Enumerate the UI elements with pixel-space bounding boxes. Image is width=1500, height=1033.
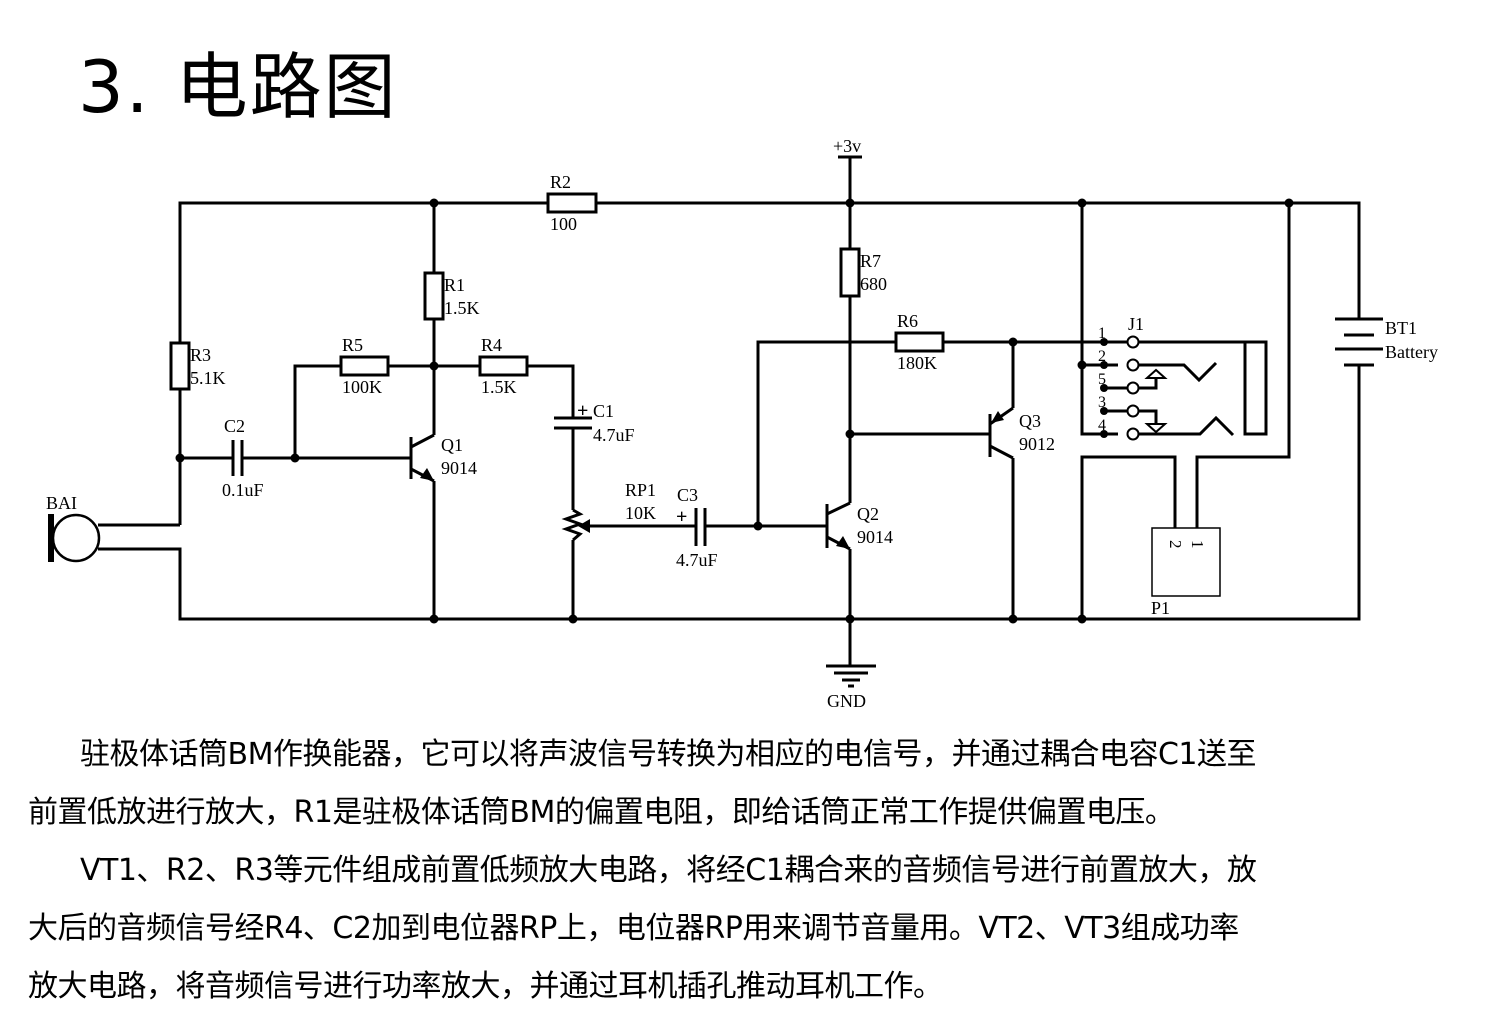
junction-dot xyxy=(429,198,439,208)
transistor-q2: Q2 9014 xyxy=(825,501,893,551)
rp1-value: 10K xyxy=(625,503,656,523)
junction-dot xyxy=(1077,360,1087,370)
wire-r5-left xyxy=(293,364,340,458)
resistor-r3: R3 5.1K xyxy=(169,341,226,391)
description-paragraph: VT1、R2、R3等元件组成前置低频放大电路，将经C1耦合来的音频信号进行前置放… xyxy=(28,842,1478,1016)
junction-dot xyxy=(845,198,855,208)
resistor-r1: R1 1.5K xyxy=(423,271,480,321)
r1-ref: R1 xyxy=(444,275,465,295)
junction-dot xyxy=(290,453,300,463)
r1-value: 1.5K xyxy=(444,298,480,318)
wire-top-rail-right xyxy=(597,201,1361,320)
p1-pin-label: 2 xyxy=(1166,540,1185,549)
junction-dot xyxy=(1077,614,1087,624)
resistor-r7: R7 680 xyxy=(839,247,887,298)
resistor-r6: R6 180K xyxy=(894,311,945,373)
junction-dot xyxy=(753,521,763,531)
wire-p1-pin2 xyxy=(1080,455,1177,619)
transistor-q3: Q3 9012 xyxy=(988,406,1055,460)
r2-ref: R2 xyxy=(550,172,571,192)
q3-ref: Q3 xyxy=(1019,411,1041,431)
circuit-schematic: +3v GND R2 100 R1 1.5K R3 5.1K R5 100K R… xyxy=(46,136,1438,711)
r4-ref: R4 xyxy=(481,335,502,355)
supply-label: +3v xyxy=(833,136,861,156)
resistor-r2: R2 100 xyxy=(546,172,598,234)
battery-bt1: BT1 Battery xyxy=(1335,203,1438,367)
bt1-ref: BT1 xyxy=(1385,318,1417,338)
r3-ref: R3 xyxy=(190,345,211,365)
j1-pin-label: 1 xyxy=(1098,325,1106,342)
section-title-text: 电路图 xyxy=(175,45,398,129)
junctions xyxy=(175,198,1294,624)
j1-pin-label: 2 xyxy=(1098,348,1106,365)
j1-pin-label: 3 xyxy=(1098,394,1106,411)
resistor-r4: R4 1.5K xyxy=(478,335,529,397)
paragraph-line: 放大电路，将音频信号进行功率放大，并通过耳机插孔推动耳机工作。 xyxy=(28,969,943,1004)
q2-value: 9014 xyxy=(857,527,893,547)
c3-polarity: + xyxy=(676,506,687,528)
junction-dot xyxy=(429,614,439,624)
junction-dot xyxy=(1284,198,1294,208)
paragraph-line: VT1、R2、R3等元件组成前置低频放大电路，将经C1耦合来的音频信号进行前置放… xyxy=(80,853,1257,888)
r7-value: 680 xyxy=(860,274,887,294)
rp1-ref: RP1 xyxy=(625,480,656,500)
microphone-ba1: BAI xyxy=(46,493,101,563)
paragraph-line: 大后的音频信号经R4、C2加到电位器RP上，电位器RP用来调节音量用。VT2、V… xyxy=(28,911,1239,946)
r2-value: 100 xyxy=(550,214,577,234)
r5-value: 100K xyxy=(342,377,382,397)
c2-value: 0.1uF xyxy=(222,480,264,500)
ground-symbol xyxy=(826,664,876,688)
headphone-jack-j1: J1 1 2 5 3 4 xyxy=(1098,314,1268,441)
junction-dot xyxy=(568,614,578,624)
junction-dot xyxy=(1008,614,1018,624)
junction-dot xyxy=(845,429,855,439)
q1-ref: Q1 xyxy=(441,435,463,455)
c2-ref: C2 xyxy=(224,416,245,436)
transistor-q1: Q1 9014 xyxy=(409,433,477,483)
q2-ref: Q2 xyxy=(857,504,879,524)
r4-value: 1.5K xyxy=(481,377,517,397)
r6-value: 180K xyxy=(897,353,937,373)
junction-dot xyxy=(175,453,185,463)
section-number: 3. xyxy=(78,45,151,129)
q1-value: 9014 xyxy=(441,458,477,478)
description-paragraph: 驻极体话筒BM作换能器，它可以将声波信号转换为相应的电信号，并通过耦合电容C1送… xyxy=(28,726,1478,842)
ground-label: GND xyxy=(827,691,866,711)
j1-ref: J1 xyxy=(1128,314,1144,334)
r7-ref: R7 xyxy=(860,251,881,271)
j1-pin-label: 5 xyxy=(1098,371,1106,388)
c3-ref: C3 xyxy=(677,485,698,505)
q3-value: 9012 xyxy=(1019,434,1055,454)
junction-dot xyxy=(1008,337,1018,347)
r5-ref: R5 xyxy=(342,335,363,355)
paragraph-line: 前置低放进行放大，R1是驻极体话筒BM的偏置电阻，即给话筒正常工作提供偏置电压。 xyxy=(28,795,1175,830)
bt1-value: Battery xyxy=(1385,342,1438,362)
p1-pin-label: 1 xyxy=(1188,540,1207,549)
capacitor-c1: + C1 4.7uF xyxy=(554,400,635,445)
wire-ground-rail xyxy=(98,366,1361,621)
junction-dot xyxy=(429,361,439,371)
c1-polarity: + xyxy=(577,400,588,422)
c1-ref: C1 xyxy=(593,401,614,421)
page-title: 3. 电路图 xyxy=(78,42,398,132)
p1-ref: P1 xyxy=(1151,598,1170,618)
junction-dot xyxy=(1077,198,1087,208)
capacitor-c2: C2 0.1uF xyxy=(222,416,264,500)
paragraph-line: 驻极体话筒BM作换能器，它可以将声波信号转换为相应的电信号，并通过耦合电容C1送… xyxy=(80,737,1257,772)
potentiometer-rp1: RP1 10K xyxy=(561,480,656,542)
connector-p1: 2 1 P1 xyxy=(1151,527,1221,618)
capacitor-c3: + C3 4.7uF xyxy=(676,485,718,570)
wire-top-rail-left xyxy=(178,201,548,383)
r3-value: 5.1K xyxy=(190,368,226,388)
junction-dot xyxy=(845,614,855,624)
r6-ref: R6 xyxy=(897,311,918,331)
c3-value: 4.7uF xyxy=(676,550,718,570)
resistor-r5: R5 100K xyxy=(339,335,390,397)
wire-r4-c1 xyxy=(527,364,575,419)
c1-value: 4.7uF xyxy=(593,425,635,445)
j1-pin-label: 4 xyxy=(1098,417,1106,434)
wire-p1-pin1 xyxy=(1195,203,1291,528)
ba1-ref: BAI xyxy=(46,493,77,513)
